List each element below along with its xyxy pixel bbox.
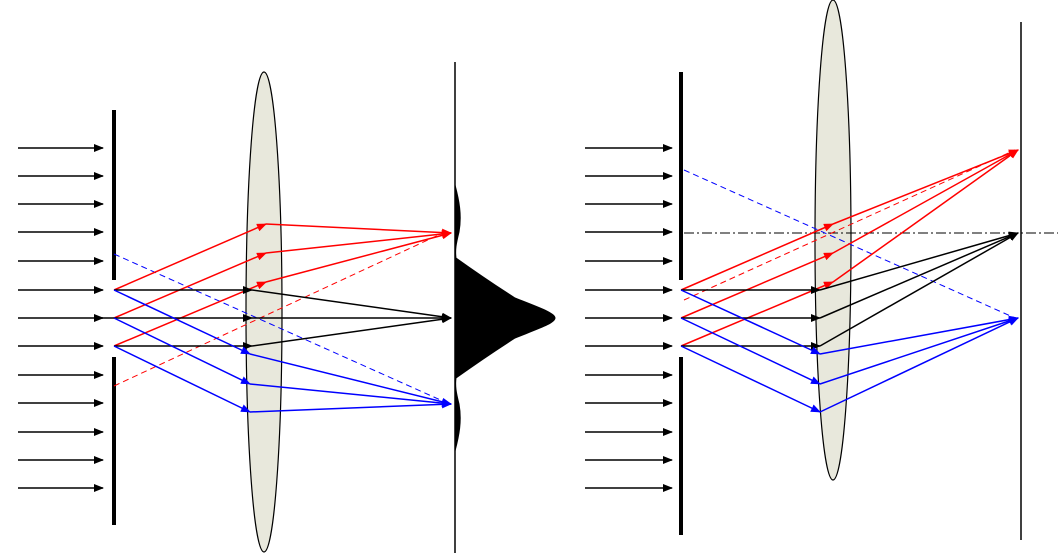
right-panel	[585, 0, 1058, 540]
right-lens	[814, 0, 852, 481]
right-blue-rays	[680, 289, 1019, 413]
left-dashed-blue	[113, 253, 446, 403]
left-blue-rays	[113, 289, 452, 413]
right-black-rays	[681, 231, 1019, 350]
left-lens	[245, 71, 283, 553]
right-dashed-red	[683, 149, 1016, 301]
left-diffraction-pattern	[454, 184, 556, 452]
left-incident-arrows	[18, 144, 104, 492]
left-panel	[18, 62, 556, 553]
right-incident-arrows	[585, 144, 673, 492]
right-red-rays	[680, 149, 1019, 347]
left-black-rays	[100, 286, 452, 350]
left-red-rays	[113, 223, 452, 347]
left-dashed-red	[113, 231, 446, 387]
